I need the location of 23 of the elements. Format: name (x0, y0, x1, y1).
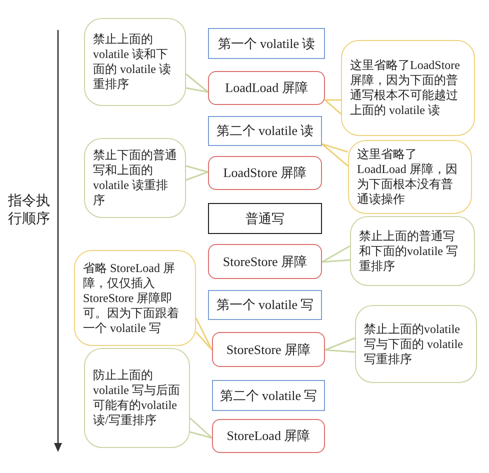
axis-label: 指令执行顺序 (8, 192, 51, 228)
speech-bubble: 这里省略了LoadLoad 屏障，因为下面根本没有普通读操作 (348, 140, 472, 214)
instruction-box: 第一个 volatile 读 (208, 28, 325, 59)
speech-bubble: 省略 StoreLoad 屏障，仅仅插入StoreStore 屏障即可。因为下面跟着一个 volatile 写 (74, 250, 196, 346)
speech-bubble: 防止上面的volatile 写与后面可能有的volatile 读/写重排序 (84, 348, 190, 448)
callout-tail (321, 143, 349, 167)
callout-tail (189, 417, 213, 439)
callout-tail (324, 337, 356, 353)
callout-tail (185, 165, 210, 181)
speech-bubble: 这里省略了LoadStore 屏障，因为下面的普通写根本不可能越过上面的 volatile 读 (341, 40, 475, 136)
instruction-box: 普通写 (208, 203, 322, 234)
barrier-box: LoadStore 屏障 (208, 156, 322, 190)
instruction-box: 第二个 volatile 写 (212, 380, 325, 411)
speech-bubble: 禁止上面的普通写和下面的volatile 写重排序 (350, 216, 475, 286)
callout-tail (321, 245, 351, 263)
instruction-box: 第一个 volatile 写 (208, 290, 322, 320)
instruction-box: 第二个 volatile 读 (208, 116, 322, 146)
speech-bubble: 禁止上面的volatile 写与下面的 volatile 写重排序 (355, 305, 477, 383)
speech-bubble: 禁止下面的普通写和上面的volatile 读重排序 (84, 138, 186, 218)
speech-bubble: 禁止上面的volatile 读和下面的 volatile 读重排序 (84, 18, 186, 106)
callout-tail (195, 317, 213, 351)
callout-tail (185, 73, 211, 94)
callout-tail (323, 99, 342, 115)
